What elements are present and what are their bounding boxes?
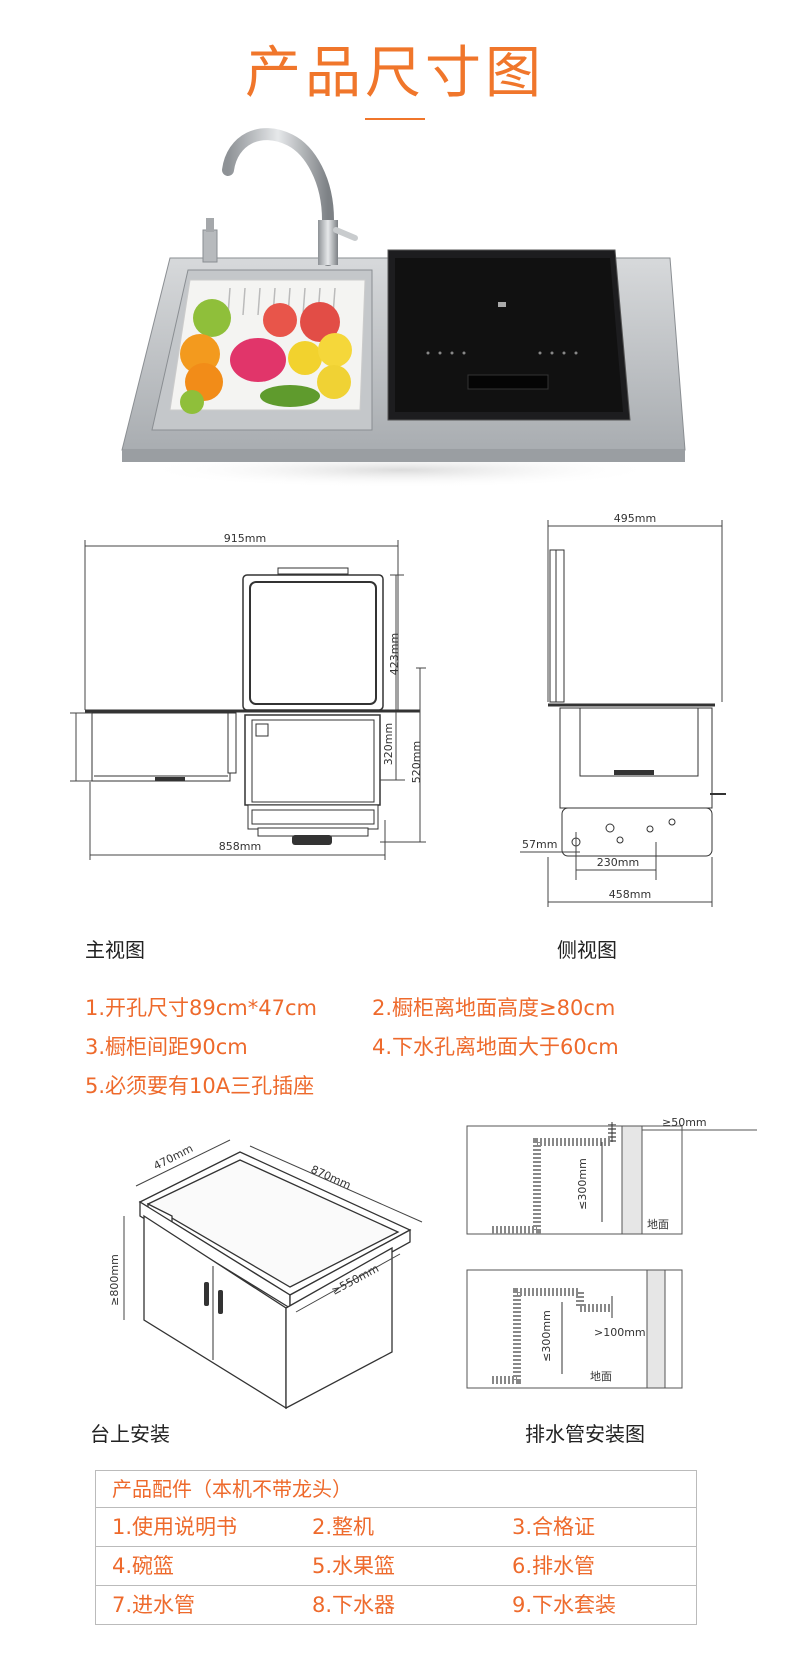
- accessory-item: 2.整机: [312, 1515, 375, 1539]
- accessory-item: 6.排水管: [512, 1554, 596, 1578]
- accessory-item: 1.使用说明书: [112, 1515, 238, 1539]
- drain-top-height: ≤300mm: [576, 1158, 589, 1210]
- install-caption: 台上安装: [90, 1422, 170, 1446]
- dim-main-width-top: 915mm: [224, 532, 266, 545]
- accessory-item: 9.下水套装: [512, 1593, 617, 1617]
- drain-bottom-height: ≤300mm: [540, 1310, 553, 1362]
- drain-top-gap: ≥50mm: [662, 1116, 707, 1129]
- dim-side-width-top: 495mm: [614, 512, 656, 525]
- spec-3: 3.橱柜间距90cm: [85, 1035, 248, 1059]
- drain-drawing: ≥50mm ≤300mm 地面 >100mm ≤300mm 地面: [466, 1116, 757, 1389]
- dim-side-inner: 230mm: [597, 856, 639, 869]
- accessories-header: 产品配件（本机不带龙头）: [96, 1471, 696, 1508]
- dim-install-height: ≥800mm: [108, 1254, 121, 1306]
- accessory-item: 3.合格证: [512, 1515, 596, 1539]
- accessory-item: 4.碗篮: [112, 1554, 175, 1578]
- table-row: 4.碗篮 5.水果篮 6.排水管: [96, 1547, 696, 1586]
- page-title: 产品尺寸图: [245, 41, 545, 106]
- product-photo: [121, 128, 686, 488]
- side-view-drawing: 495mm 57mm 230mm 458mm: [520, 512, 726, 907]
- accessory-item: 5.水果篮: [312, 1554, 396, 1578]
- title-underline: [365, 118, 425, 120]
- dim-main-cabinet-height: 320mm: [382, 723, 395, 765]
- dim-side-width-bottom: 458mm: [609, 888, 651, 901]
- dim-main-width-bottom: 858mm: [219, 840, 261, 853]
- install-drawing: 470mm 870mm ≥800mm ≥550mm: [108, 1139, 423, 1410]
- accessory-item: 8.下水器: [312, 1593, 396, 1617]
- drain-bottom-gap: >100mm: [594, 1326, 646, 1339]
- drain-caption: 排水管安装图: [525, 1422, 645, 1446]
- side-view-caption: 侧视图: [557, 938, 617, 962]
- main-view-caption: 主视图: [85, 938, 145, 962]
- dim-main-machine-height: 423mm: [388, 633, 401, 675]
- accessories-table: 产品配件（本机不带龙头） 1.使用说明书 2.整机 3.合格证 4.碗篮 5.水…: [95, 1470, 697, 1625]
- table-row: 7.进水管 8.下水器 9.下水套装: [96, 1586, 696, 1624]
- table-row: 1.使用说明书 2.整机 3.合格证: [96, 1508, 696, 1547]
- dim-main-total-height: 520mm: [410, 741, 423, 783]
- dim-side-offset: 57mm: [522, 838, 557, 851]
- spec-4: 4.下水孔离地面大于60cm: [372, 1035, 619, 1059]
- drain-top-floor: 地面: [647, 1218, 669, 1231]
- accessory-item: 7.进水管: [112, 1593, 196, 1617]
- spec-5: 5.必须要有10A三孔插座: [85, 1074, 315, 1098]
- spec-2: 2.橱柜离地面高度≥80cm: [372, 996, 616, 1020]
- drain-bottom-floor: 地面: [590, 1370, 612, 1383]
- spec-1: 1.开孔尺寸89cm*47cm: [85, 996, 317, 1020]
- main-view-drawing: 915mm 423mm 320mm 520mm 205mm 858mm: [70, 532, 426, 860]
